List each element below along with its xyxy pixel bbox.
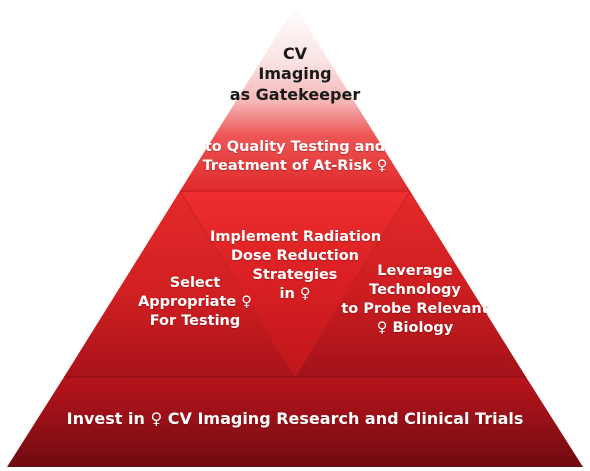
female-symbol-icon: ♀ <box>241 294 252 311</box>
center-tier-label: Implement Radiation Dose Reduction Strat… <box>210 228 382 305</box>
left-tier-line-1: Select <box>169 275 221 291</box>
center-tier-line-1: Implement Radiation <box>210 229 382 245</box>
tier-base <box>7 377 583 467</box>
tier-middle-center <box>180 191 410 377</box>
tier-top <box>180 6 410 191</box>
left-tier-line-3: For Testing <box>149 313 241 330</box>
female-symbol-icon: ♀ <box>299 286 311 303</box>
tier-middle-left <box>64 191 295 377</box>
tier-middle-right <box>295 191 526 377</box>
center-tier-line-4: in ♀ <box>279 286 311 303</box>
right-tier-line-4: ♀ Biology <box>376 320 454 337</box>
right-tier-line-3: to Probe Relevant <box>341 301 489 318</box>
female-symbol-icon: ♀ <box>376 320 388 337</box>
center-tier-line-3: Strategies <box>252 267 338 284</box>
right-tier-line-1: Leverage <box>377 263 453 279</box>
top-tier-label: to Quality Testing and Treatment of At-R… <box>195 138 395 176</box>
left-tier-label: Select Appropriate ♀ For Testing <box>130 274 260 331</box>
center-tier-line-2: Dose Reduction <box>231 248 359 265</box>
apex-line-3: as Gatekeeper <box>229 84 361 104</box>
right-tier-line-2: Technology <box>369 282 461 299</box>
top-tier-line-2: Treatment of At-Risk ♀ <box>202 158 388 175</box>
apex-line-2: Imaging <box>258 64 332 84</box>
top-tier-line-1: to Quality Testing and <box>204 139 386 155</box>
right-tier-label: Leverage Technology to Probe Relevant ♀ … <box>340 262 490 339</box>
female-symbol-icon: ♀ <box>150 409 163 428</box>
apex-line-1: CV <box>282 44 308 63</box>
left-tier-line-2: Appropriate ♀ <box>138 294 252 311</box>
female-symbol-icon: ♀ <box>376 158 388 175</box>
tier-dividers <box>179 190 411 378</box>
apex-label: CV Imaging as Gatekeeper <box>215 44 375 105</box>
base-tier-label: Invest in ♀ CV Imaging Research and Clin… <box>66 409 524 428</box>
